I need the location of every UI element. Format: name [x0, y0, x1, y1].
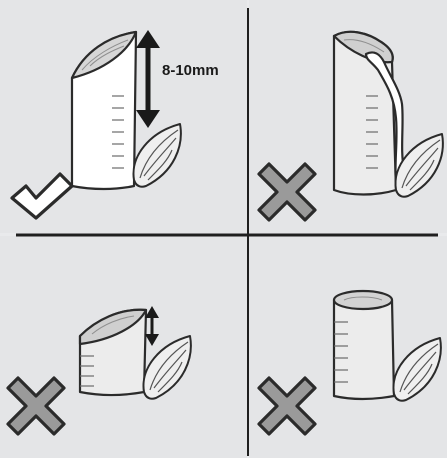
- measurement-label: 8-10mm: [162, 62, 219, 79]
- stem-flat-cut: [334, 291, 394, 399]
